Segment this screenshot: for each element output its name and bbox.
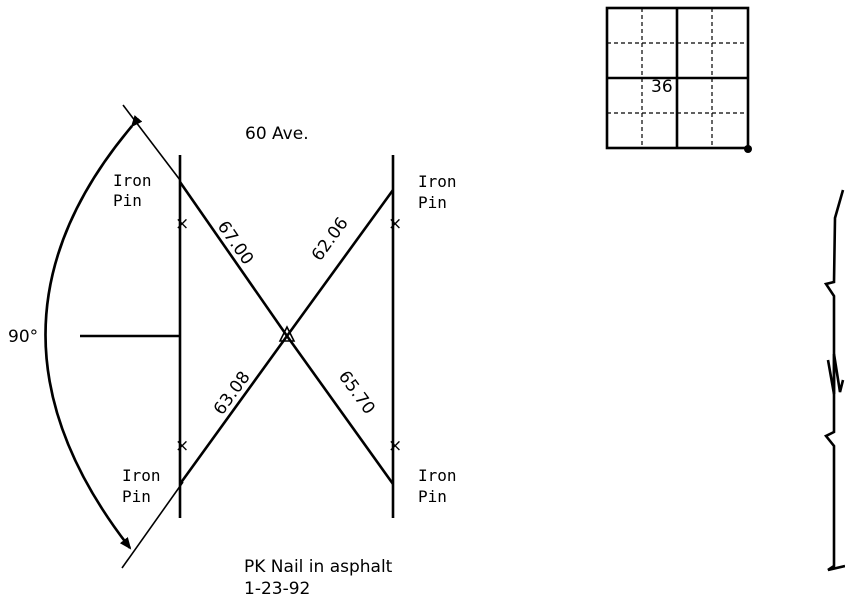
tie-line-top-left: [178, 181, 289, 337]
pin-label-bottom-left-line1: Iron: [122, 466, 161, 485]
pin-label-bottom-right-line2: Pin: [418, 487, 447, 506]
iron-pin-marker-top-right: ×: [388, 214, 402, 234]
iron-pin-marker-bottom-left: ×: [175, 436, 189, 456]
iron-pin-marker-bottom-right: ×: [388, 436, 402, 456]
section-corner-dot: [744, 145, 752, 153]
tie-line-bottom-left: [178, 335, 289, 485]
tie-line-bottom-right: [285, 335, 395, 485]
angle-label: 90°: [8, 327, 38, 347]
tie-line-top-right: [285, 189, 395, 337]
north-arrow-icon: [823, 189, 845, 572]
distance-label-top-right: 62.06: [308, 214, 353, 265]
section-number: 36: [651, 77, 673, 97]
street-label: 60 Ave.: [245, 124, 309, 144]
pin-label-top-left-line1: Iron: [113, 171, 152, 190]
angle-extension-bottom: [121, 481, 184, 569]
iron-pin-marker-top-left: ×: [175, 214, 189, 234]
angle-arc: [44, 115, 143, 550]
benchmark-triangle-icon: [278, 325, 296, 342]
pin-label-top-right-line1: Iron: [418, 172, 457, 191]
pin-label-bottom-right-line1: Iron: [418, 466, 457, 485]
angle-extension-top: [122, 104, 181, 181]
pin-label-top-right-line2: Pin: [418, 193, 447, 212]
pin-label-bottom-left-line2: Pin: [122, 487, 151, 506]
benchmark-date: 1-23-92: [244, 579, 310, 599]
pin-label-top-left-line2: Pin: [113, 191, 142, 210]
benchmark-description: PK Nail in asphalt: [244, 557, 393, 577]
section-grid: [605, 6, 750, 150]
